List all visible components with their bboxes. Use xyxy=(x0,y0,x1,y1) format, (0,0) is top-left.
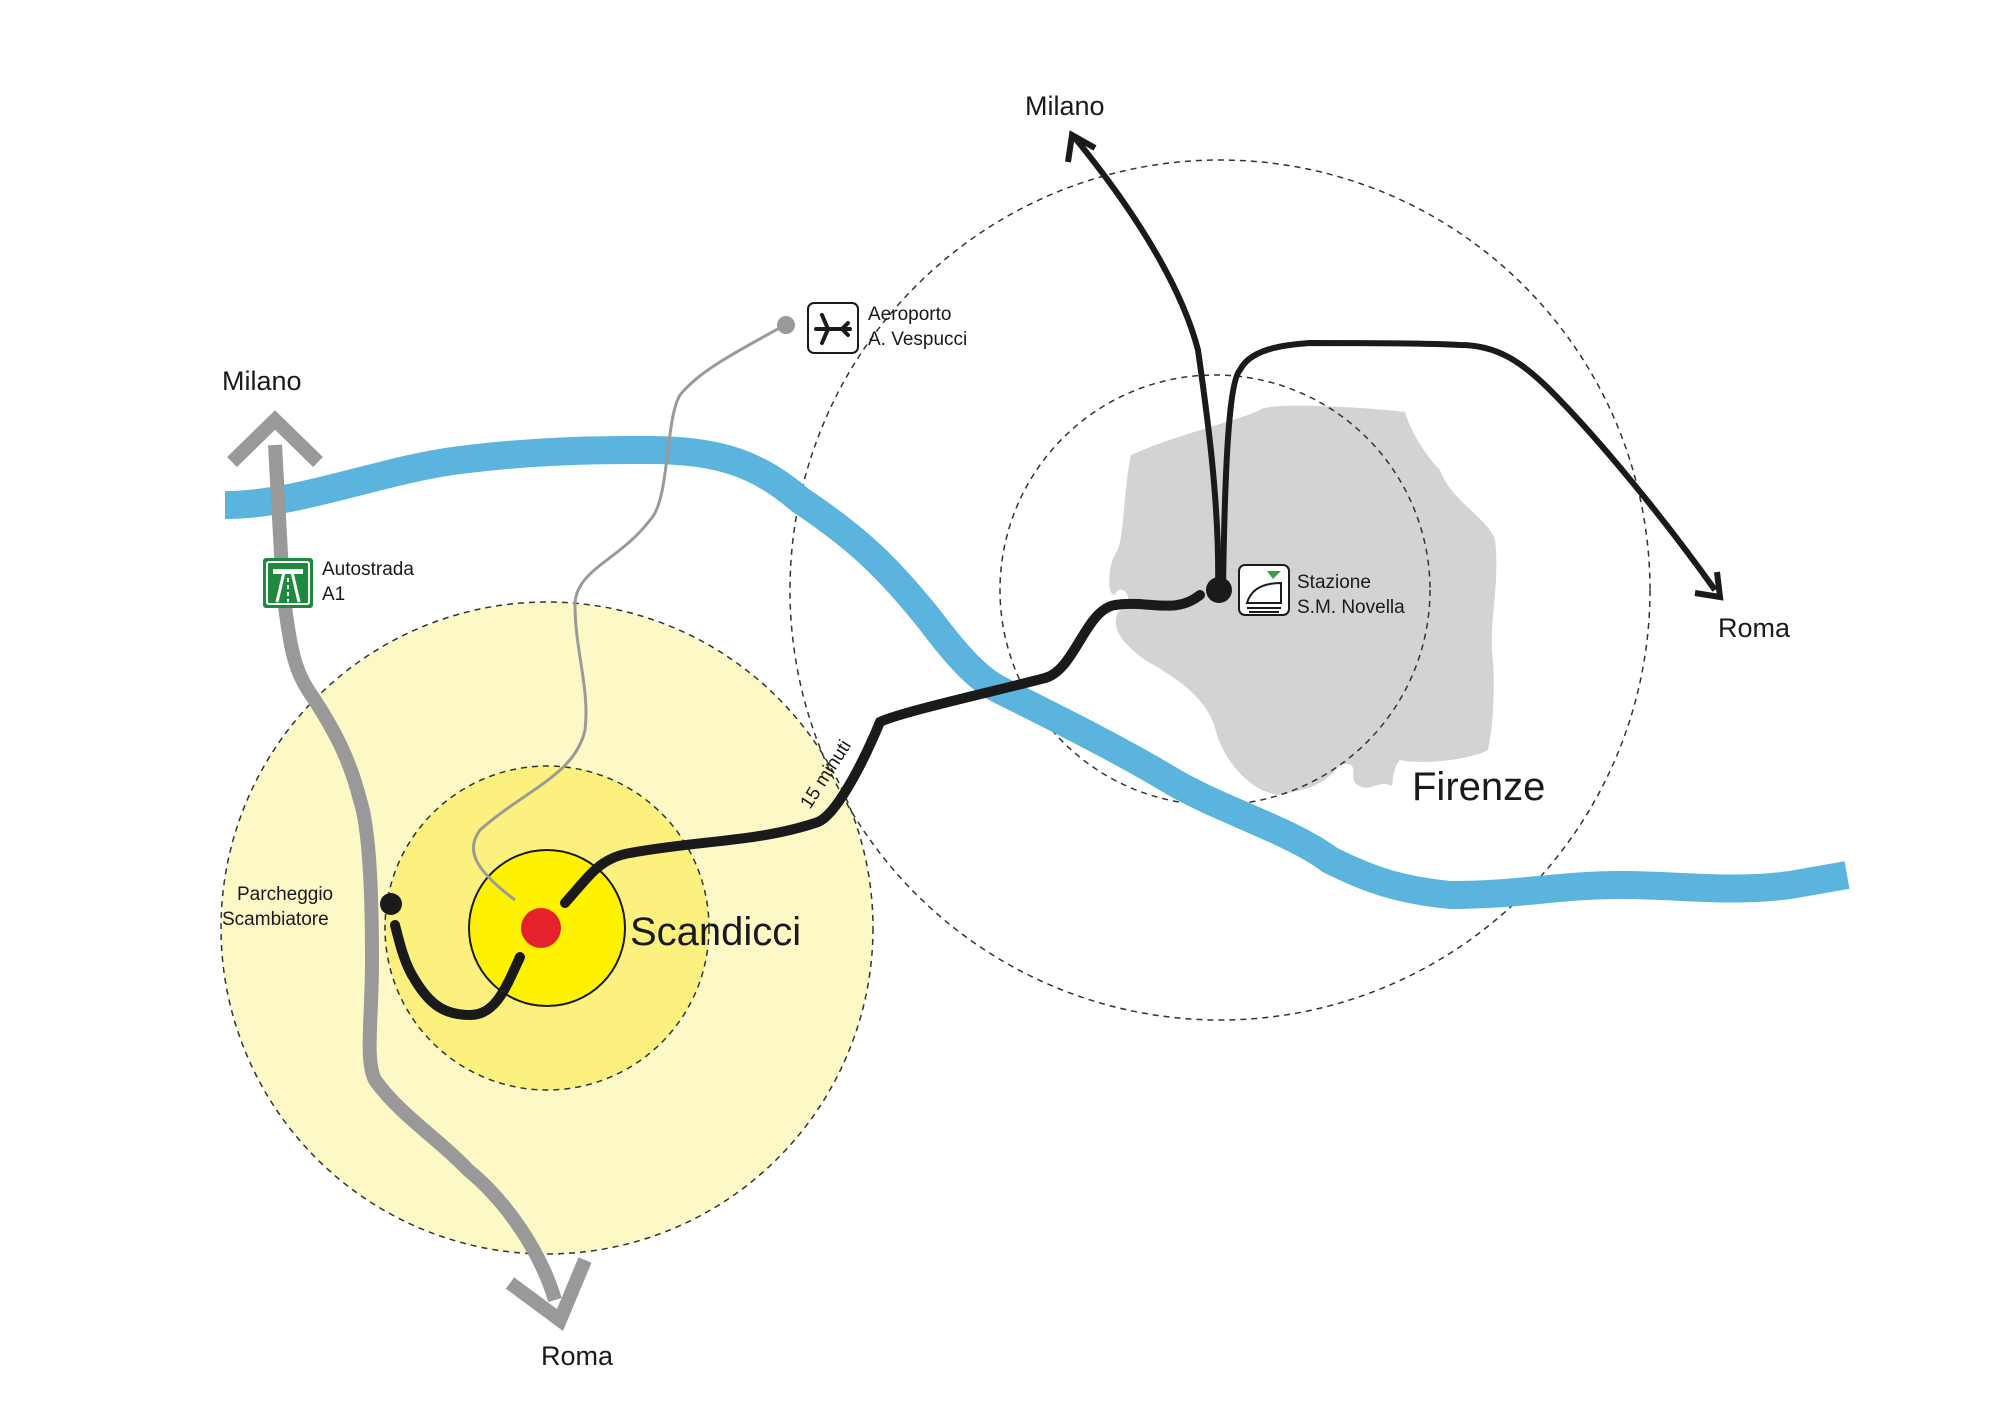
label-autostrada-line2: A1 xyxy=(322,584,345,605)
label-autostrada-line1: Autostrada xyxy=(322,559,414,580)
motorway-south-arrowhead xyxy=(505,1257,592,1331)
rail-line-to-roma xyxy=(1220,339,1718,592)
motorway-a1 xyxy=(268,444,562,1303)
arrow-icon xyxy=(1065,130,1097,163)
label-aeroporto-line2: A. Vespucci xyxy=(868,329,967,350)
motorway-north-arrowhead xyxy=(227,410,323,468)
airport-dot xyxy=(777,316,795,334)
label-stazione-line1: Stazione xyxy=(1297,572,1371,593)
airplane-icon xyxy=(807,302,859,354)
label-milano-rail: Milano xyxy=(1025,91,1105,121)
label-scandicci: Scandicci xyxy=(630,910,801,954)
station-dot xyxy=(1206,577,1232,603)
label-milano-motorway: Milano xyxy=(222,366,302,396)
airport-link-line xyxy=(471,323,786,902)
rail-line-to-milano xyxy=(1072,136,1222,591)
parcheggio-dot xyxy=(380,893,402,915)
label-parcheggio-line2: Scambiatore xyxy=(222,909,329,930)
label-aeroporto-line1: Aeroporto xyxy=(868,304,951,325)
motorway-sign-icon xyxy=(263,558,313,608)
train-icon xyxy=(1238,564,1290,616)
tram-line-to-firenze xyxy=(560,590,1205,908)
firenze-outer-ring xyxy=(789,159,1651,1021)
label-parcheggio-line1: Parcheggio xyxy=(237,884,333,905)
label-firenze: Firenze xyxy=(1412,765,1545,809)
label-roma-motorway: Roma xyxy=(541,1341,614,1371)
firenze-inner-ring xyxy=(999,374,1431,806)
label-roma-rail: Roma xyxy=(1718,613,1791,643)
tram-line-to-parcheggio xyxy=(390,920,525,1021)
arrow-icon xyxy=(1694,571,1724,601)
firenze-city-area xyxy=(1109,405,1497,795)
scandicci-center xyxy=(521,908,561,948)
label-stazione-line2: S.M. Novella xyxy=(1297,597,1405,618)
